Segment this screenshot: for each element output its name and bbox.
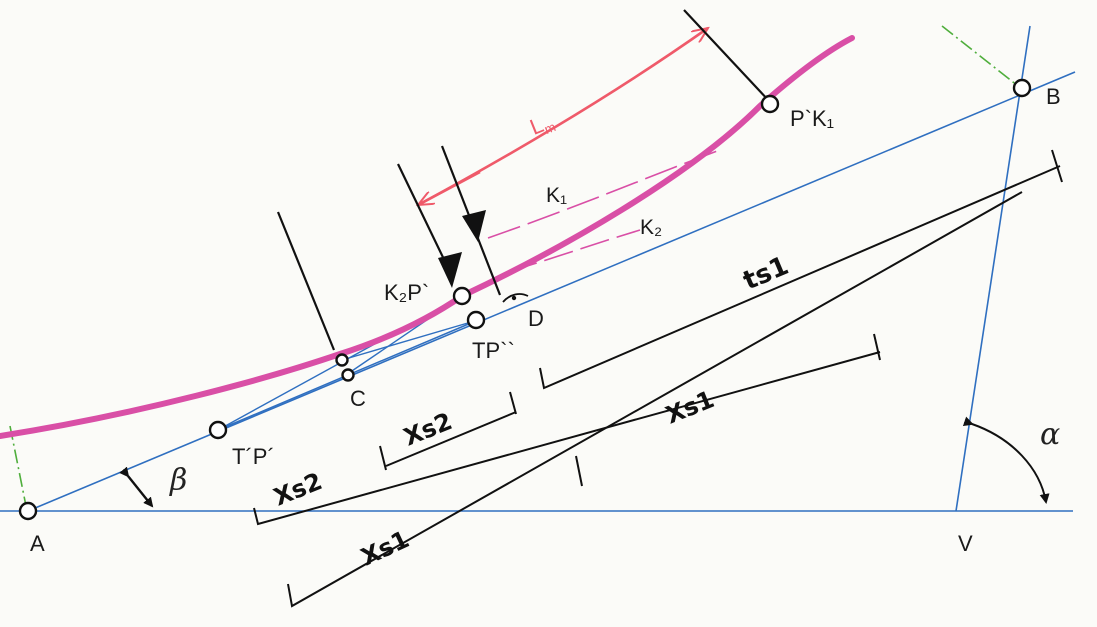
lm-arc — [417, 28, 708, 207]
leader-d-arrowhead — [462, 210, 486, 242]
beta-arrow — [119, 466, 154, 508]
guide-line-a — [9, 425, 27, 507]
alpha-arc — [962, 416, 1050, 504]
point-pk1 — [760, 94, 780, 114]
dim-xs2-seg — [385, 411, 517, 467]
dim-xs1-lower — [287, 191, 1023, 608]
label-lm: Lm — [526, 108, 558, 142]
label-xs1-lower: Xs1 — [357, 525, 414, 571]
right-angle-mark — [502, 293, 529, 303]
label-v: V — [958, 531, 973, 556]
point-c-lower — [341, 368, 355, 382]
label-xs2-upper: Xs2 — [400, 407, 456, 452]
line-ab — [27, 71, 1076, 512]
label-c: C — [350, 386, 366, 411]
label-ts1: ts1 — [739, 251, 793, 297]
dim-xs2-tick — [379, 445, 387, 471]
point-a — [18, 501, 38, 521]
transition-curve — [0, 35, 855, 439]
dim-xs1-upper — [253, 351, 881, 526]
lm-arc-start — [418, 170, 481, 205]
leader-pk1 — [683, 9, 771, 103]
guide-line-b — [941, 25, 1019, 87]
label-beta: β — [169, 463, 187, 498]
label-b: B — [1046, 84, 1061, 109]
curve-k2 — [507, 229, 641, 273]
label-tp1: T´P´ — [232, 444, 275, 469]
dim-xs1-lower-tick — [575, 455, 583, 487]
label-xs2-lower: Xs2 — [270, 467, 326, 512]
dim-xs1-upper-end — [873, 333, 881, 361]
label-tp2: TP`` — [472, 338, 515, 363]
label-pk1: P`K₁ — [790, 106, 834, 131]
label-k2p: K₂P` — [384, 280, 429, 305]
dim-ts1-end — [1051, 149, 1063, 183]
point-tp2 — [466, 310, 486, 330]
chord-c-tp2 — [341, 319, 479, 361]
line-vb — [955, 25, 1031, 512]
dim-xs2-end — [509, 391, 517, 415]
leader-c — [276, 211, 336, 351]
label-k2: K₂ — [640, 216, 662, 239]
right-angle-dot — [511, 295, 517, 301]
label-alpha: α — [1040, 417, 1060, 452]
point-k2p — [452, 286, 472, 306]
point-b — [1012, 78, 1032, 98]
point-c-upper — [335, 353, 349, 367]
point-tp1 — [208, 420, 228, 440]
dim-ts1 — [539, 165, 1061, 390]
curve-k1 — [487, 149, 721, 239]
label-d: D — [528, 306, 544, 331]
label-a: A — [30, 531, 45, 556]
label-k1: K₁ — [546, 184, 567, 207]
leader-k2p-arrowhead — [438, 252, 462, 288]
